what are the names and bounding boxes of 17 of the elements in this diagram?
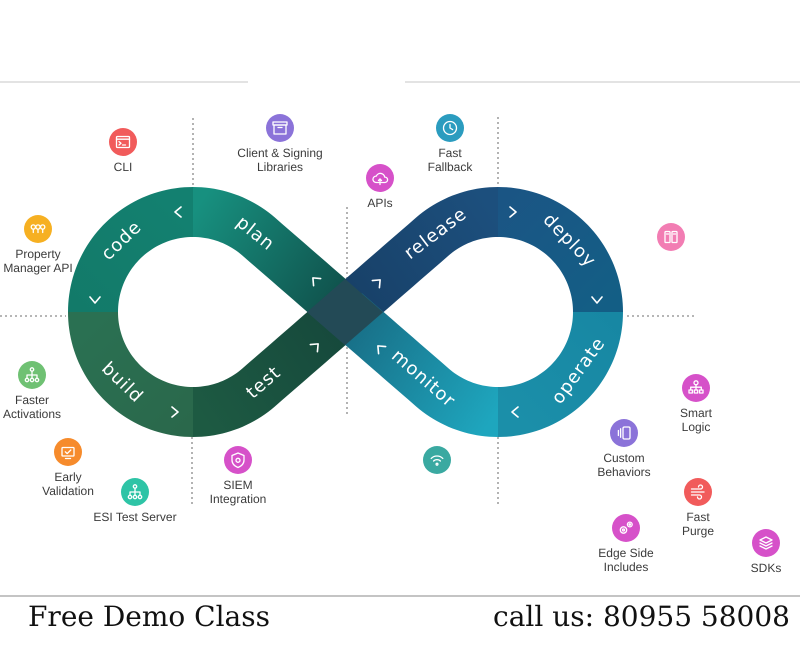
feature-label: Fast Purge bbox=[680, 511, 716, 538]
feature-label: Fast Fallback bbox=[426, 147, 474, 174]
feature-label: Property Manager API bbox=[2, 248, 74, 275]
feature-label: Early Validation bbox=[41, 471, 95, 498]
contact-text: call us: 80955 58008 bbox=[493, 600, 790, 634]
feature-label: Edge Side Includes bbox=[597, 547, 655, 574]
feature-label: CLI bbox=[114, 161, 132, 174]
stage-label: test bbox=[243, 364, 284, 402]
feature-label: Client & Signing Libraries bbox=[236, 147, 324, 174]
feature-label: Faster Activations bbox=[2, 394, 62, 421]
promo-text: Free Demo Class bbox=[28, 600, 270, 634]
feature-label: ESI Test Server bbox=[93, 511, 177, 524]
feature-label: SDKs bbox=[750, 562, 782, 576]
feature-label: Smart Logic bbox=[678, 407, 713, 434]
feature-label: APIs bbox=[367, 197, 393, 210]
feature-label: Custom Behaviors bbox=[596, 452, 652, 479]
feature-label: SIEM Integration bbox=[208, 479, 268, 506]
